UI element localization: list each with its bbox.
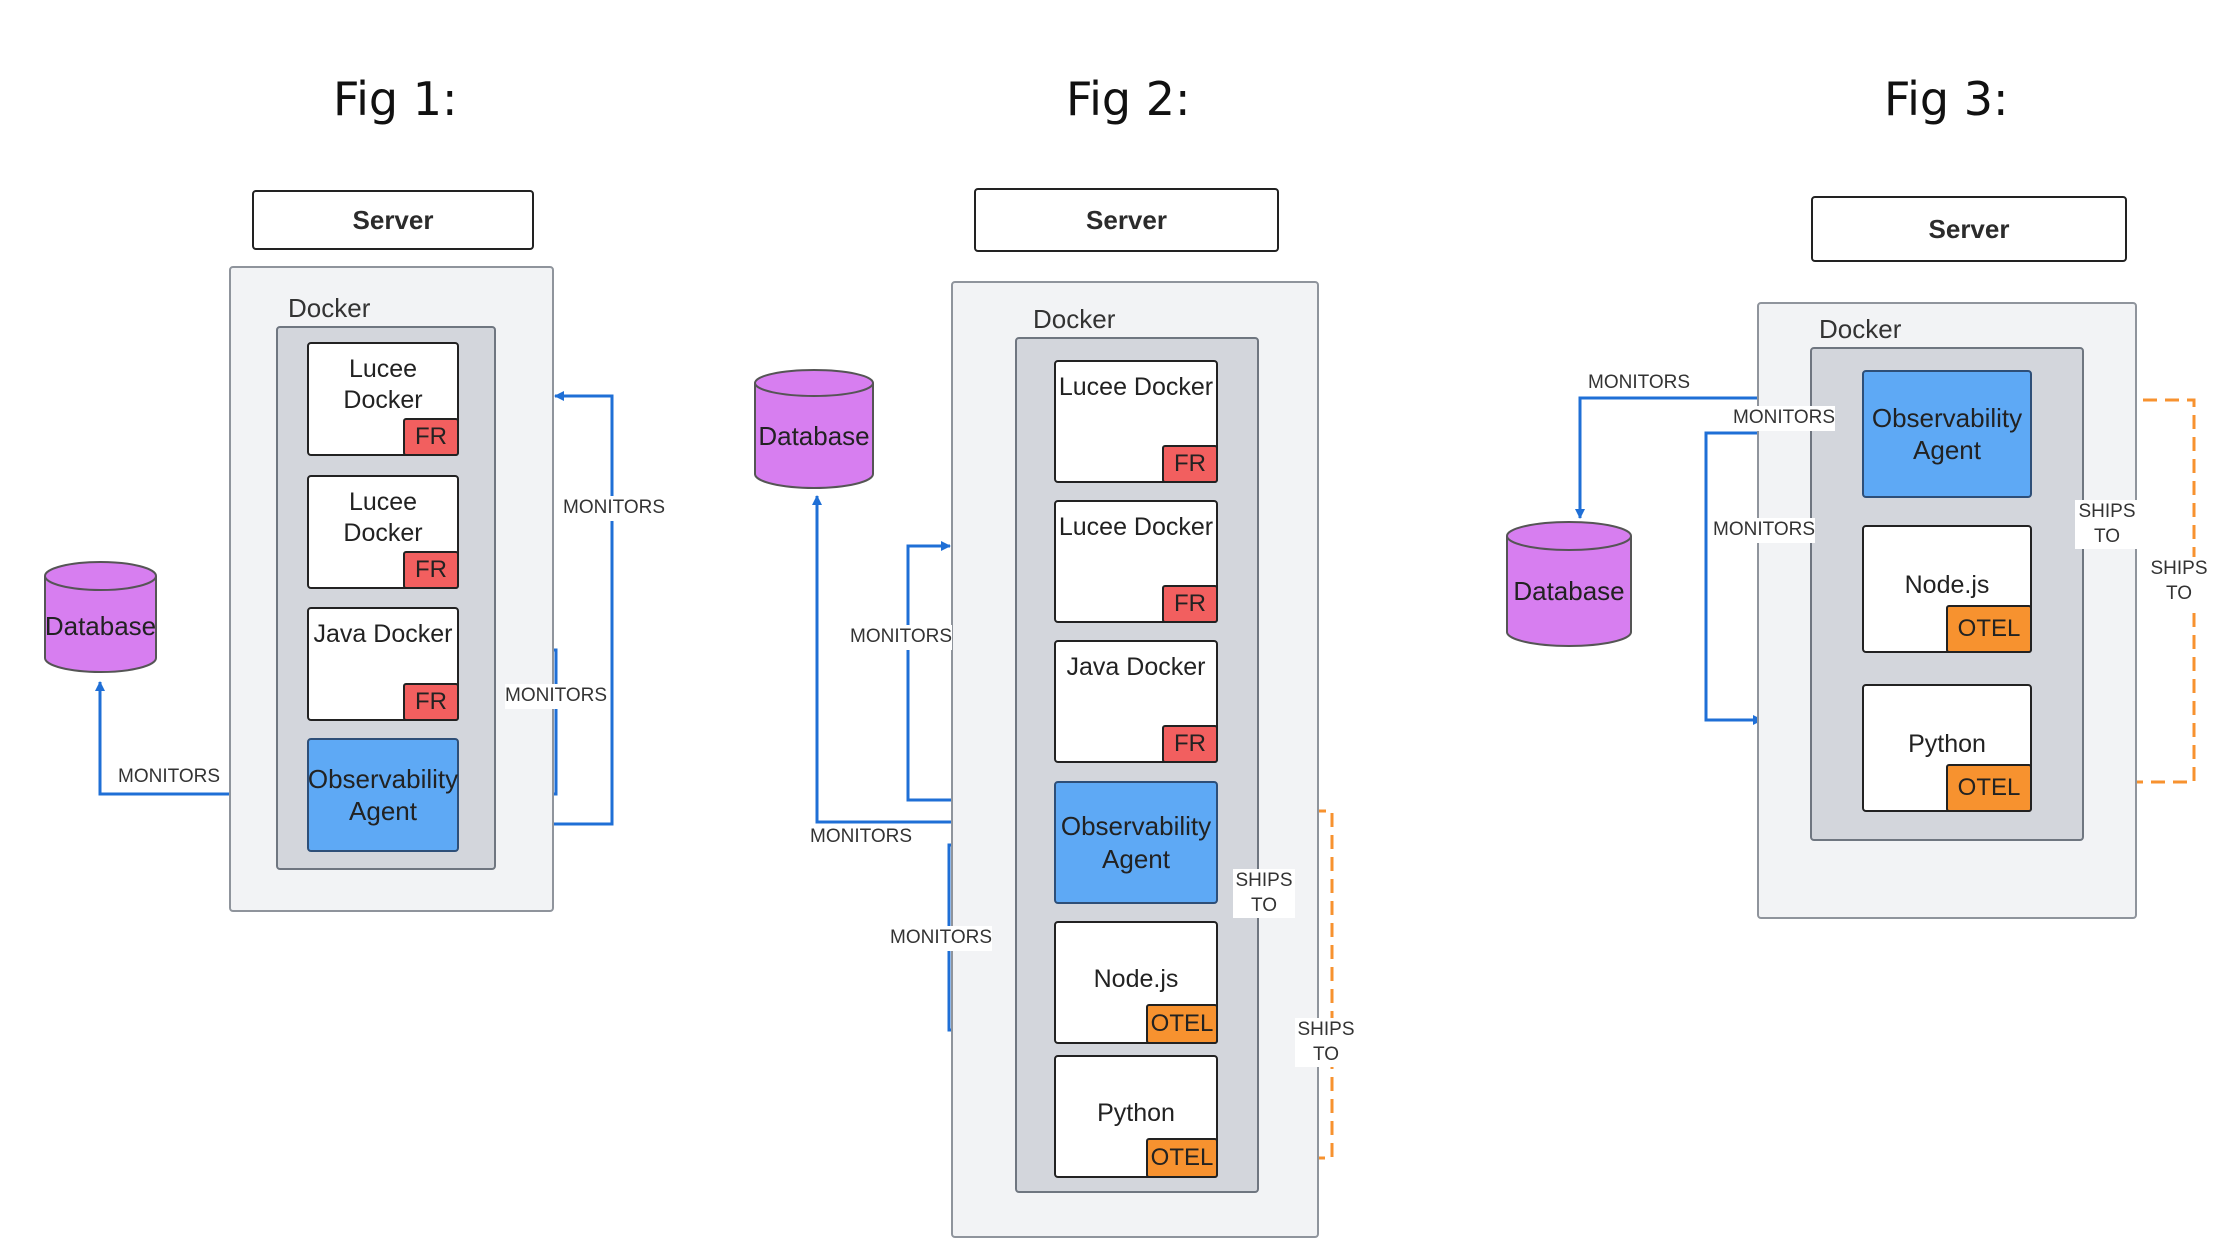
container-label: Lucee Docker — [1058, 513, 1214, 541]
fig2-java-docker: Java Docker FR — [1054, 640, 1218, 763]
database-icon — [44, 561, 157, 673]
database-label: Database — [1513, 576, 1625, 606]
fr-tag: FR — [1162, 445, 1218, 483]
fig2-ships-to-label-node: SHIPS TO — [1233, 869, 1295, 919]
fig3-database: Database — [1505, 520, 1633, 648]
fig2-server-label: Server — [974, 188, 1279, 252]
fig3-ships-to-label-node: SHIPS TO — [2075, 500, 2139, 550]
fr-tag: FR — [1162, 725, 1218, 763]
fig1-server-label: Server — [252, 190, 534, 250]
fig2-monitors-label-docker: MONITORS — [850, 625, 953, 650]
fig3-monitors-label-agent: MONITORS — [1733, 406, 1836, 431]
container-label: Java Docker — [313, 620, 453, 648]
fr-tag: FR — [403, 683, 459, 721]
fig3-server-label: Server — [1811, 196, 2127, 262]
container-label: Java Docker — [1066, 653, 1206, 681]
container-label: Node.js — [1093, 964, 1179, 993]
fig2-nodejs-container: Node.js OTEL — [1054, 921, 1218, 1044]
fig1-database: Database — [43, 560, 158, 675]
fig1-monitors-label-db: MONITORS — [118, 765, 221, 790]
container-label: Lucee Docker — [343, 355, 423, 415]
container-label: Lucee Docker — [343, 488, 423, 548]
otel-tag: OTEL — [1946, 764, 2032, 812]
database-label: Database — [758, 421, 870, 451]
database-icon — [1506, 521, 1632, 647]
otel-tag: OTEL — [1146, 1138, 1218, 1178]
fig2-python-container: Python OTEL — [1054, 1055, 1218, 1178]
fig1-observability-agent: Observability Agent — [307, 738, 459, 852]
fig2-monitors-label-db: MONITORS — [810, 825, 913, 850]
database-label: Database — [44, 611, 157, 641]
fig2-title: Fig 2: — [1066, 72, 1191, 126]
fig2-database: Database — [753, 368, 875, 490]
fig1-docker-label: Docker — [288, 293, 371, 323]
fr-tag: FR — [403, 551, 459, 589]
fig2-observability-agent: Observability Agent — [1054, 781, 1218, 904]
fig3-python-container: Python OTEL — [1862, 684, 2032, 812]
fig3-observability-agent: Observability Agent — [1862, 370, 2032, 498]
fig1-monitors-label-java: MONITORS — [505, 684, 608, 709]
fig3-title: Fig 3: — [1884, 72, 2009, 126]
fr-tag: FR — [403, 418, 459, 456]
fig3-docker-label: Docker — [1819, 314, 1902, 344]
database-icon — [754, 369, 874, 489]
fig2-ships-to-label-python: SHIPS TO — [1295, 1018, 1357, 1068]
container-label: Python — [1908, 730, 1986, 759]
fig1-monitors-label-docker: MONITORS — [563, 496, 666, 521]
fig2-docker-label: Docker — [1033, 304, 1116, 334]
fig1-java-docker: Java Docker FR — [307, 607, 459, 721]
fig1-lucee-docker-2: Lucee Docker FR — [307, 475, 459, 589]
fig2-monitors-label-node: MONITORS — [890, 926, 993, 951]
fig3-monitors-label-db: MONITORS — [1588, 371, 1691, 396]
fig1-lucee-docker-1: Lucee Docker FR — [307, 342, 459, 456]
container-label: Python — [1097, 1098, 1175, 1127]
fig1-title: Fig 1: — [333, 72, 458, 126]
otel-tag: OTEL — [1146, 1004, 1218, 1044]
fr-tag: FR — [1162, 585, 1218, 623]
container-label: Node.js — [1904, 571, 1990, 600]
fig3-ships-to-label-python: SHIPS TO — [2147, 557, 2211, 607]
fig3-monitors-label-node: MONITORS — [1713, 518, 1816, 543]
otel-tag: OTEL — [1946, 605, 2032, 653]
container-label: Lucee Docker — [1058, 373, 1214, 401]
fig2-lucee-docker-1: Lucee Docker FR — [1054, 360, 1218, 483]
fig3-nodejs-container: Node.js OTEL — [1862, 525, 2032, 653]
fig2-lucee-docker-2: Lucee Docker FR — [1054, 500, 1218, 623]
